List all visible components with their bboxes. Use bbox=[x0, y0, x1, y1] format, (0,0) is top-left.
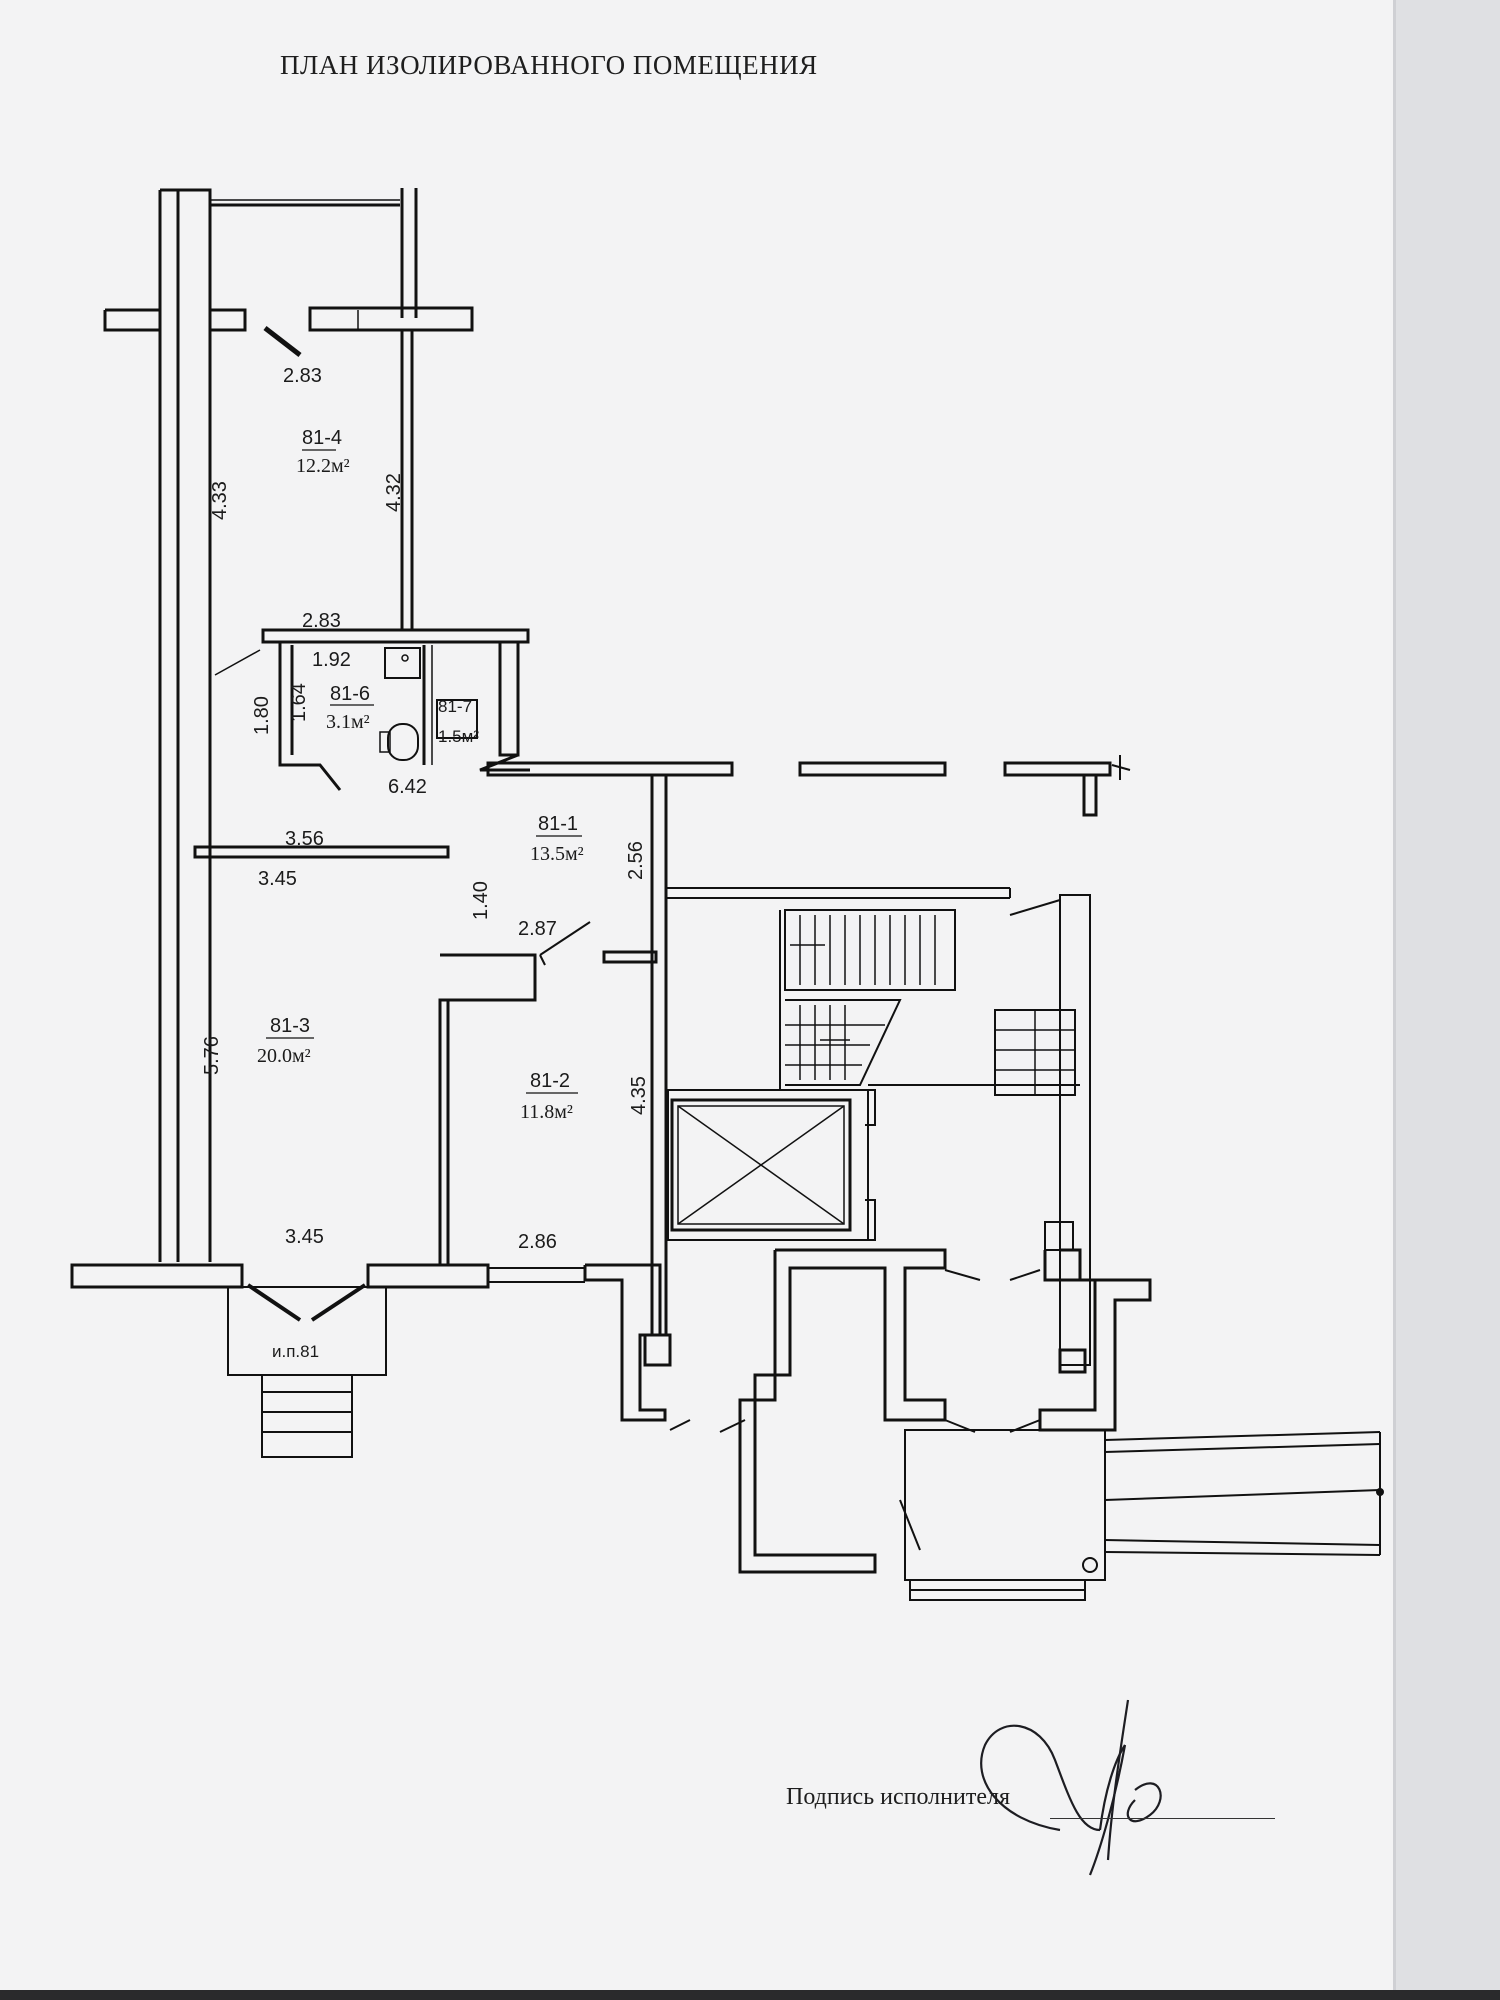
corridor-top-walls bbox=[486, 755, 1131, 817]
signature-line bbox=[1050, 1818, 1275, 1819]
document-sheet bbox=[0, 0, 1395, 1990]
room-label-81-6: 81-6 3.1м² bbox=[326, 683, 374, 733]
entrance-label: и.п.81 bbox=[272, 1342, 319, 1361]
room-area: 12.2м² bbox=[296, 455, 350, 477]
room-label-81-4: 81-4 12.2м² bbox=[296, 427, 350, 477]
room-label-81-3: 81-3 20.0м² bbox=[257, 1015, 314, 1067]
room-81-4-walls bbox=[103, 188, 474, 630]
dimension-label: 1.40 bbox=[470, 881, 492, 920]
dimension-label: 4.35 bbox=[628, 1076, 650, 1115]
dimension-label: 2.86 bbox=[518, 1231, 557, 1253]
dimension-label: 3.45 bbox=[285, 1226, 324, 1248]
room-label-81-7: 81-7 1.5м² bbox=[438, 697, 479, 746]
room-area: 1.5м² bbox=[438, 727, 479, 746]
dimension-label: 1.80 bbox=[251, 696, 273, 735]
document-title: ПЛАН ИЗОЛИРОВАННОГО ПОМЕЩЕНИЯ bbox=[280, 50, 818, 80]
dimension-label: 2.87 bbox=[518, 918, 557, 940]
dimension-label: 4.32 bbox=[383, 473, 405, 512]
signature-drawing bbox=[980, 1699, 1162, 1876]
left-outer-wall bbox=[158, 188, 212, 1262]
room-label-81-1: 81-1 13.5м² bbox=[530, 813, 584, 865]
room-code: 81-2 bbox=[530, 1070, 570, 1092]
stair-treads bbox=[785, 915, 1075, 1095]
dimension-label: 1.64 bbox=[288, 683, 310, 722]
room-code: 81-4 bbox=[302, 427, 342, 449]
signature-label: Подпись исполнителя bbox=[786, 1784, 1010, 1810]
apartment-bottom-walls bbox=[70, 1263, 585, 1322]
partition-81-3 bbox=[193, 845, 450, 859]
vestibule-ramp bbox=[904, 1429, 1384, 1601]
dimension-label: 2.83 bbox=[283, 365, 322, 387]
background-strip bbox=[0, 1990, 1500, 2000]
dimension-label: 4.33 bbox=[209, 481, 231, 520]
room-area: 13.5м² bbox=[530, 843, 584, 865]
dimension-label: 1.92 bbox=[312, 649, 351, 671]
room-area: 20.0м² bbox=[257, 1045, 311, 1067]
room-code: 81-1 bbox=[538, 813, 578, 835]
room-code: 81-7 bbox=[438, 697, 472, 716]
lower-corridor-walls bbox=[583, 1221, 1152, 1574]
dimension-label: 3.56 bbox=[285, 828, 324, 850]
room-area: 3.1м² bbox=[326, 711, 370, 733]
room-code: 81-3 bbox=[270, 1015, 310, 1037]
dimension-label: 5.76 bbox=[201, 1036, 223, 1075]
dimension-label: 3.45 bbox=[258, 868, 297, 890]
room-label-81-2: 81-2 11.8м² bbox=[520, 1070, 578, 1123]
room-area: 11.8м² bbox=[520, 1101, 573, 1123]
elevator-shaft bbox=[667, 1084, 1080, 1241]
room-81-2-walls bbox=[438, 921, 658, 1265]
dimension-label: 2.83 bbox=[302, 610, 341, 632]
dimension-label: 2.56 bbox=[625, 841, 647, 880]
room-code: 81-6 bbox=[330, 683, 370, 705]
dimension-label: 6.42 bbox=[388, 776, 427, 798]
entrance-porch bbox=[227, 1286, 387, 1458]
bathroom-block-walls bbox=[214, 628, 530, 791]
sheet-edge bbox=[1393, 0, 1396, 1990]
